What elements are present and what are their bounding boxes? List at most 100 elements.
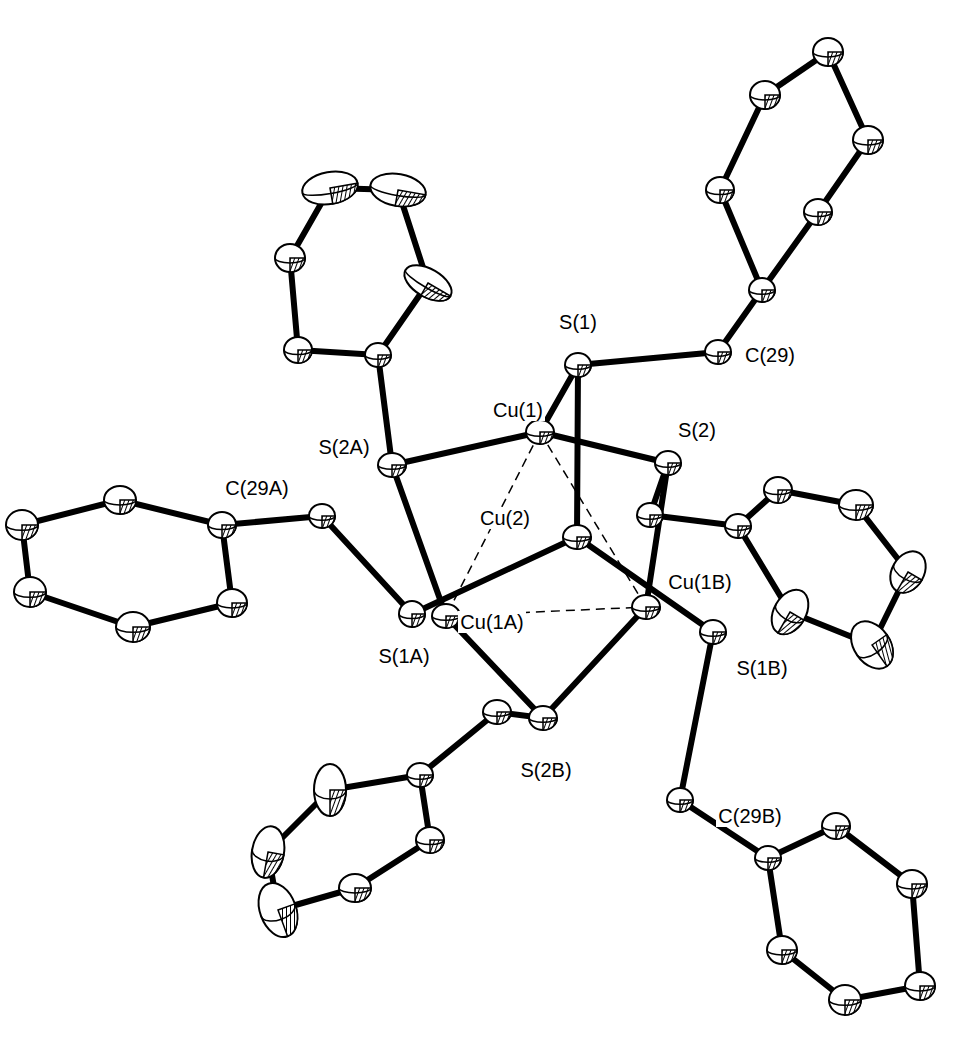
atom-label: Cu(1)	[491, 399, 545, 421]
ellipsoid-outline	[750, 81, 780, 109]
bond	[322, 516, 412, 614]
thermal-ellipsoid	[842, 613, 901, 676]
ellipsoid-equator	[700, 632, 726, 636]
thermal-ellipsoid	[208, 512, 236, 538]
ellipsoid-equator	[839, 505, 873, 510]
ellipsoid-equator	[399, 614, 425, 619]
thermal-ellipsoid	[529, 706, 557, 730]
thermal-ellipsoid	[314, 764, 346, 816]
ellipsoid-outline	[365, 343, 391, 367]
ellipsoid-outline	[483, 700, 511, 724]
bond	[120, 500, 222, 525]
ellipsoid-outline	[897, 870, 927, 898]
bond	[412, 537, 577, 614]
thermal-ellipsoid	[897, 870, 927, 898]
ellipsoid-equator	[890, 564, 922, 587]
thermal-ellipsoid	[755, 846, 781, 870]
thermal-ellipsoid	[339, 874, 371, 902]
ellipsoid-outline	[339, 874, 371, 902]
ellipsoid-octant	[263, 852, 283, 880]
ellipsoid-outline	[700, 620, 726, 644]
ellipsoid-outline	[398, 258, 457, 308]
ellipsoid-equator	[251, 849, 284, 864]
ellipsoid-equator	[767, 950, 797, 955]
bond	[720, 95, 765, 190]
thermal-ellipsoid	[284, 337, 312, 363]
atom-label: C(29B)	[716, 805, 783, 827]
ellipsoid-outline	[104, 486, 136, 514]
ellipsoid-equator	[14, 592, 46, 597]
bond	[222, 516, 322, 525]
ellipsoid-equator	[822, 826, 850, 831]
bond	[680, 632, 713, 800]
thermal-ellipsoid	[104, 486, 136, 514]
thermal-ellipsoid	[667, 788, 693, 812]
thermal-ellipsoid	[813, 38, 843, 66]
thermal-ellipsoid	[416, 827, 444, 853]
thermal-ellipsoid	[563, 525, 591, 549]
ellipsoid-equator	[275, 258, 305, 263]
ellipsoid-outline	[822, 813, 850, 839]
ellipsoid-outline	[217, 589, 247, 617]
ellipsoid-outline	[655, 451, 681, 475]
bond	[577, 365, 578, 537]
thermal-ellipsoid	[309, 504, 335, 528]
thermal-ellipsoid	[750, 81, 780, 109]
ellipsoid-equator	[339, 888, 371, 893]
ellipsoid-equator	[750, 95, 780, 100]
ellipsoid-equator	[284, 350, 312, 355]
ellipsoid-equator	[853, 140, 883, 145]
thermal-ellipsoid	[700, 620, 726, 644]
thermal-ellipsoid	[252, 878, 305, 943]
ellipsoid-outline	[749, 278, 775, 302]
ellipsoid-octant	[278, 904, 304, 936]
ellipsoid-outline	[208, 512, 236, 538]
ellipsoid-equator	[314, 790, 346, 799]
ellipsoid-outline	[314, 764, 346, 816]
ellipsoid-outline	[526, 420, 554, 444]
ellipsoid-equator	[565, 365, 591, 369]
atom-label: S(2B)	[518, 759, 573, 781]
atom-label: Cu(2)	[478, 507, 532, 529]
ellipsoid-outline	[275, 244, 305, 272]
ellipsoid-equator	[483, 712, 511, 716]
ellipsoid-outline	[764, 583, 816, 641]
ellipsoid-equator	[897, 884, 927, 889]
thermal-ellipsoid	[399, 601, 425, 627]
ellipsoid-outline	[529, 706, 557, 730]
ellipsoid-outline	[284, 337, 312, 363]
thermal-ellipsoid	[378, 453, 406, 477]
ellipsoid-outline	[432, 604, 460, 628]
thermal-ellipsoid	[275, 244, 305, 272]
ellipsoid-equator	[764, 490, 792, 495]
ellipsoid-octant	[395, 190, 425, 211]
ellipsoid-outline	[764, 477, 792, 503]
ellipsoid-outline	[632, 595, 660, 619]
cu-cu-contact	[540, 432, 646, 607]
atom-label: Cu(1B)	[666, 571, 733, 593]
ellipsoid-equator	[261, 904, 298, 926]
ellipsoid-equator	[705, 352, 731, 356]
thermal-ellipsoid	[839, 490, 873, 520]
ellipsoid-outline	[248, 824, 289, 881]
thermal-ellipsoid	[432, 604, 460, 628]
contact-lines	[446, 432, 646, 616]
ellipsoid-equator	[369, 185, 425, 200]
ellipsoid-equator	[403, 270, 450, 300]
ellipsoid-outline	[829, 985, 861, 1015]
thermal-ellipsoid	[217, 589, 247, 617]
thermal-ellipsoid	[637, 503, 663, 527]
thermal-ellipsoid	[883, 545, 933, 599]
ellipsoid-outline	[804, 199, 832, 225]
thermal-ellipsoid	[116, 612, 150, 642]
ellipsoid-outline	[252, 878, 305, 943]
ellipsoid-outline	[300, 167, 361, 208]
thermal-ellipsoid	[822, 813, 850, 839]
ellipsoid-outline	[416, 827, 444, 853]
thermal-ellipsoid	[706, 177, 734, 203]
ellipsoid-equator	[749, 290, 775, 294]
atom-label: C(29)	[743, 344, 797, 366]
ellipsoid-equator	[667, 800, 693, 804]
ellipsoid-equator	[706, 190, 734, 195]
